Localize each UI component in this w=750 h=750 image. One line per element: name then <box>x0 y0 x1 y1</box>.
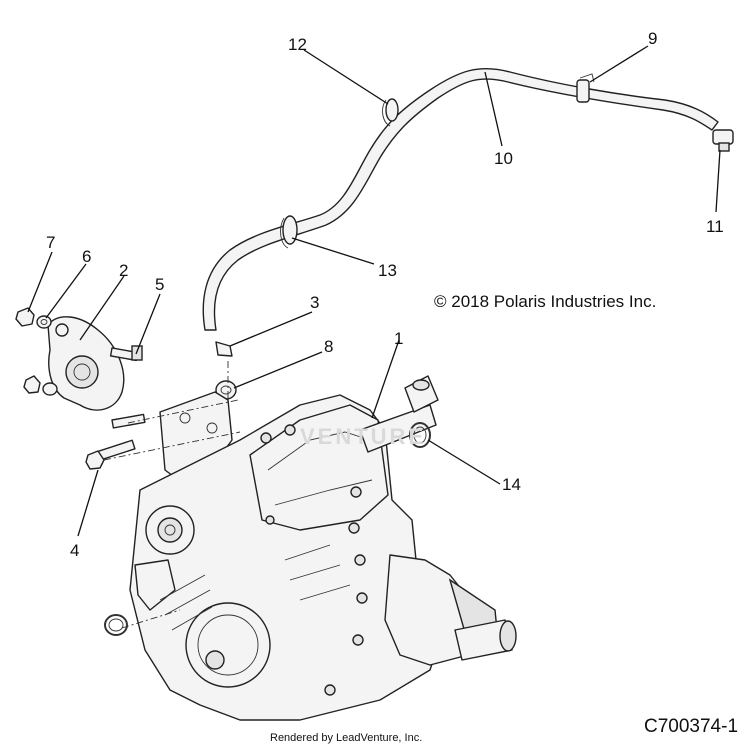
transmission-assembly-1 <box>103 360 517 721</box>
washer-6 <box>36 315 52 329</box>
callout-4: 4 <box>70 541 79 560</box>
breather-hose <box>202 67 719 331</box>
watermark-text: VENTURE <box>300 424 427 449</box>
callout-10: 10 <box>494 149 513 168</box>
hose-clip-3 <box>215 341 233 357</box>
hose-clamp-9 <box>576 73 595 103</box>
callout-7: 7 <box>46 233 55 252</box>
o-ring-left <box>104 614 128 636</box>
callout-9: 9 <box>648 29 657 48</box>
nut-7 <box>15 307 35 327</box>
callout-6: 6 <box>82 247 91 266</box>
callout-14: 14 <box>502 475 521 494</box>
bolts-4 <box>85 413 146 470</box>
o-ring-14 <box>409 422 431 448</box>
callout-5: 5 <box>155 275 164 294</box>
callout-2: 2 <box>119 261 128 280</box>
callout-11: 11 <box>706 217 724 236</box>
callout-3: 3 <box>310 293 319 312</box>
callout-12: 12 <box>288 35 307 54</box>
callout-1: 1 <box>394 329 403 348</box>
washer-nut-set <box>23 375 58 396</box>
sensor-cover-2 <box>47 316 125 411</box>
render-credit: Rendered by LeadVenture, Inc. <box>270 732 423 744</box>
callout-13: 13 <box>378 261 397 280</box>
drawing-id: C700374-1 <box>644 716 739 737</box>
leader-lines <box>27 45 721 537</box>
copyright-notice: © 2018 Polaris Industries Inc. <box>434 292 657 311</box>
breather-fitting-11 <box>712 129 734 152</box>
callout-labels: 1 2 3 4 5 6 7 8 9 10 11 12 13 14 <box>46 29 724 560</box>
callout-8: 8 <box>324 337 333 356</box>
hose-clamp-13 <box>280 215 298 249</box>
